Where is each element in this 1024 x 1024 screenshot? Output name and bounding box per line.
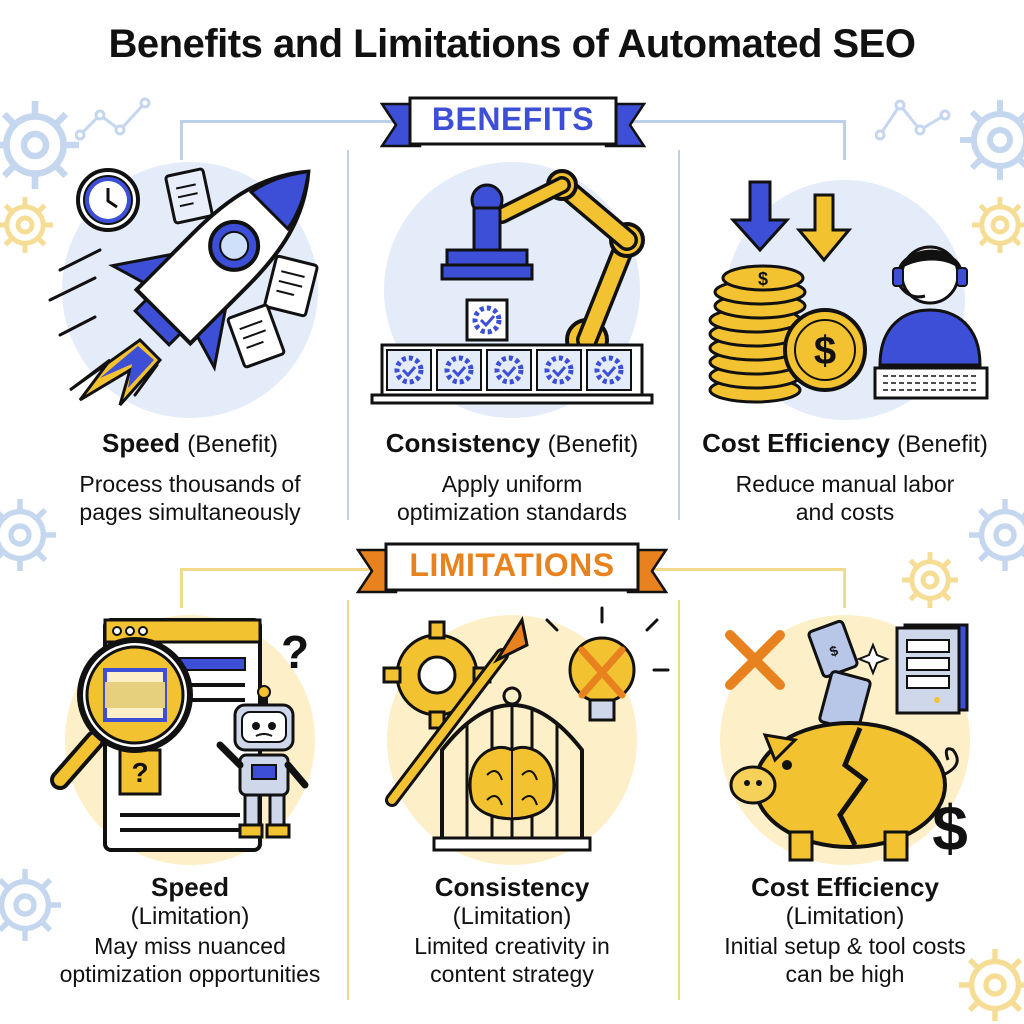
gear-icon [0,869,61,941]
connector-line [347,150,349,520]
benefit-title: Consistency (Benefit) [385,428,639,458]
limitation-description: Initial setup & tool costs can be high [724,933,966,987]
gear-icon [902,552,958,608]
robot-arm-icon [370,162,654,418]
svg-text:?: ? [281,626,309,678]
benefit-title: Speed (Benefit) [102,428,278,458]
benefit-card-speed: Speed (Benefit) Process thousands of pag… [20,150,360,530]
gear-icon [0,499,56,571]
benefit-card-cost-efficiency: $ $ Cost Efficiency (Benefit) Reduce man… [675,150,1015,530]
benefit-card-consistency: Consistency (Benefit) Apply uniform opti… [342,150,682,530]
gear-icon [0,101,80,189]
connector-line [843,568,846,608]
broken-piggy-bank-icon: $ $ [720,615,970,865]
gear-icon [969,499,1024,571]
limitations-label: LIMITATIONS [409,546,615,583]
rocket-icon [48,162,319,418]
svg-text:$: $ [758,269,768,289]
connector-line [180,120,183,160]
gear-icon [960,100,1024,180]
magnifier-robot-icon: ? ? [50,615,315,865]
benefits-banner: BENEFITS [380,94,646,152]
limitation-card-speed: ? ? Speed (Limitation) May miss nuanced … [20,600,360,1010]
gear-icon [0,197,53,253]
limitation-description: May miss nuanced optimization opportunit… [59,933,321,987]
page-title: Benefits and Limitations of Automated SE… [108,22,916,66]
limitation-title: Speed (Limitation) [130,872,250,930]
benefits-label: BENEFITS [431,100,595,137]
connector-line [180,568,183,608]
network-icon [75,97,151,141]
network-icon [875,99,951,141]
connector-line [678,150,680,520]
limitation-card-cost-efficiency: $ $ Cost Efficiency (Limitation) Initial… [675,600,1015,1010]
coins-icon: $ $ [708,180,989,420]
connector-line [678,600,680,1000]
benefit-description: Process thousands of pages simultaneousl… [79,471,301,525]
caged-brain-icon [382,606,670,865]
svg-text:$: $ [932,792,968,864]
benefit-title: Cost Efficiency (Benefit) [702,428,988,458]
limitation-title: Consistency (Limitation) [434,872,590,930]
limitations-banner: LIMITATIONS [356,540,668,598]
benefit-description: Reduce manual labor and costs [735,471,955,525]
limitation-title: Cost Efficiency (Limitation) [751,872,939,930]
svg-text:?: ? [131,757,148,788]
gear-icon [959,949,1024,1021]
benefit-description: Apply uniform optimization standards [396,471,628,525]
limitation-description: Limited creativity in content strategy [414,933,610,987]
gear-icon [972,197,1024,253]
svg-text:$: $ [814,329,836,373]
limitation-card-consistency: Consistency (Limitation) Limited creativ… [342,600,682,1010]
connector-line [347,600,349,1000]
connector-line [843,120,846,160]
